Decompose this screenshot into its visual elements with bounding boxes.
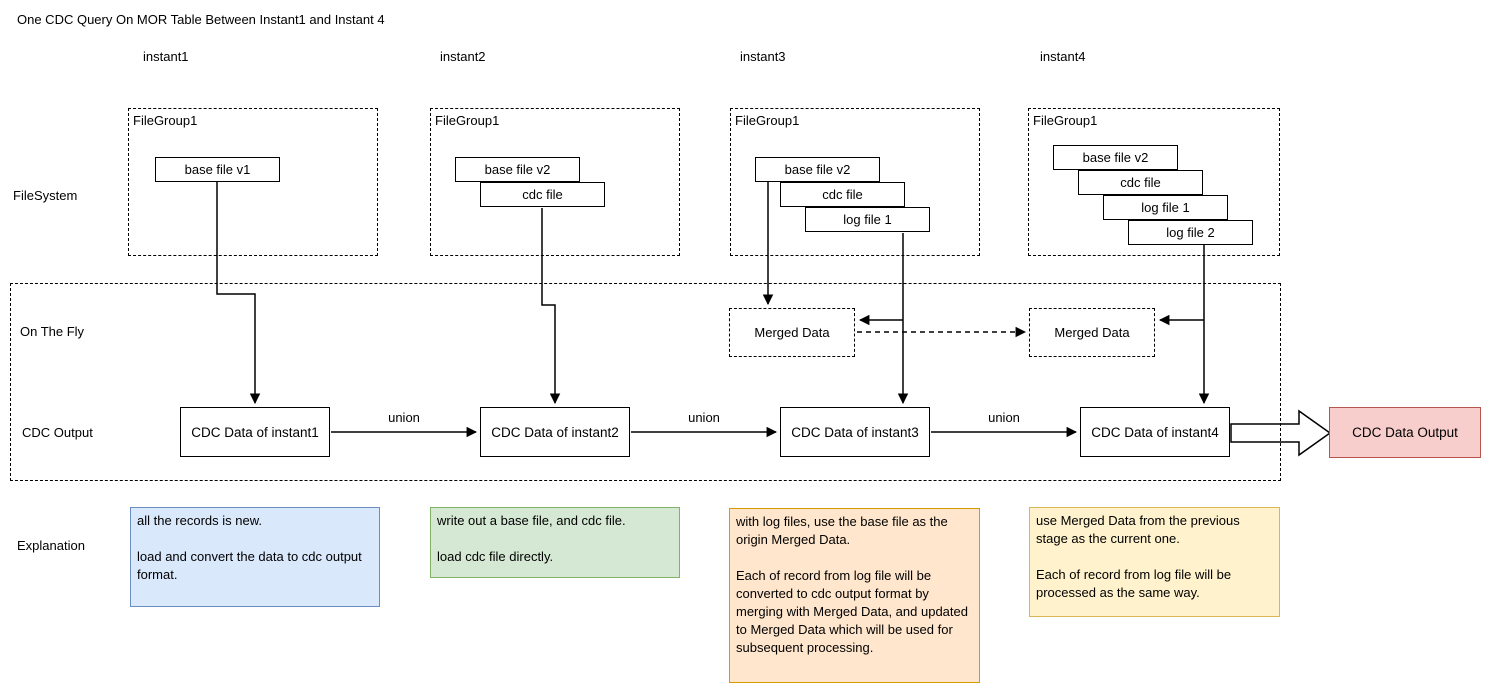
file-box-base-v2: base file v2 — [455, 157, 580, 182]
filegroup-instant4: FileGroup1 — [1028, 108, 1280, 256]
row-label-on-the-fly: On The Fly — [20, 324, 85, 339]
filegroup-title: FileGroup1 — [1033, 113, 1098, 128]
row-label-filesystem: FileSystem — [13, 188, 78, 203]
union-label-2: union — [688, 410, 720, 425]
on-the-fly-container — [10, 283, 1281, 481]
file-box-log1: log file 1 — [805, 207, 930, 232]
filegroup-instant1: FileGroup1 — [128, 108, 378, 256]
filegroup-title: FileGroup1 — [133, 113, 198, 128]
note-instant4: use Merged Data from the previous stage … — [1029, 507, 1280, 617]
union-label-3: union — [988, 410, 1020, 425]
file-box-base-v2: base file v2 — [1053, 145, 1178, 170]
file-box-base-v2: base file v2 — [755, 157, 880, 182]
file-box-base-v1: base file v1 — [155, 157, 280, 182]
note-instant3: with log files, use the base file as the… — [729, 508, 980, 683]
merged-data-instant4: Merged Data — [1029, 308, 1155, 357]
connector-basefile1-to-cdc1 — [216, 182, 261, 405]
cdc-data-output-box: CDC Data Output — [1329, 407, 1481, 458]
file-box-cdc: cdc file — [480, 182, 605, 207]
union-label-1: union — [388, 410, 420, 425]
merged-data-instant3: Merged Data — [729, 308, 855, 357]
filegroup-instant3: FileGroup1 — [730, 108, 980, 256]
instant3-label: instant3 — [740, 49, 786, 64]
filegroup-title: FileGroup1 — [735, 113, 800, 128]
note-instant2: write out a base file, and cdc file. loa… — [430, 507, 680, 578]
connector-cdcfile2-to-cdc2 — [541, 208, 561, 405]
row-label-explanation: Explanation — [17, 538, 85, 553]
filegroup-instant2: FileGroup1 — [430, 108, 680, 256]
diagram-title: One CDC Query On MOR Table Between Insta… — [17, 12, 385, 27]
file-box-cdc: cdc file — [780, 182, 905, 207]
instant1-label: instant1 — [143, 49, 189, 64]
instant2-label: instant2 — [440, 49, 486, 64]
cdc-data-instant2: CDC Data of instant2 — [480, 407, 630, 457]
instant4-label: instant4 — [1040, 49, 1086, 64]
cdc-data-instant3: CDC Data of instant3 — [780, 407, 930, 457]
file-box-log1: log file 1 — [1103, 195, 1228, 220]
file-box-cdc: cdc file — [1078, 170, 1203, 195]
file-box-log2: log file 2 — [1128, 220, 1253, 245]
row-label-cdc-output: CDC Output — [22, 425, 93, 440]
filegroup-title: FileGroup1 — [435, 113, 500, 128]
cdc-data-instant4: CDC Data of instant4 — [1080, 407, 1230, 457]
cdc-data-instant1: CDC Data of instant1 — [180, 407, 330, 457]
note-instant1: all the records is new. load and convert… — [130, 507, 380, 607]
